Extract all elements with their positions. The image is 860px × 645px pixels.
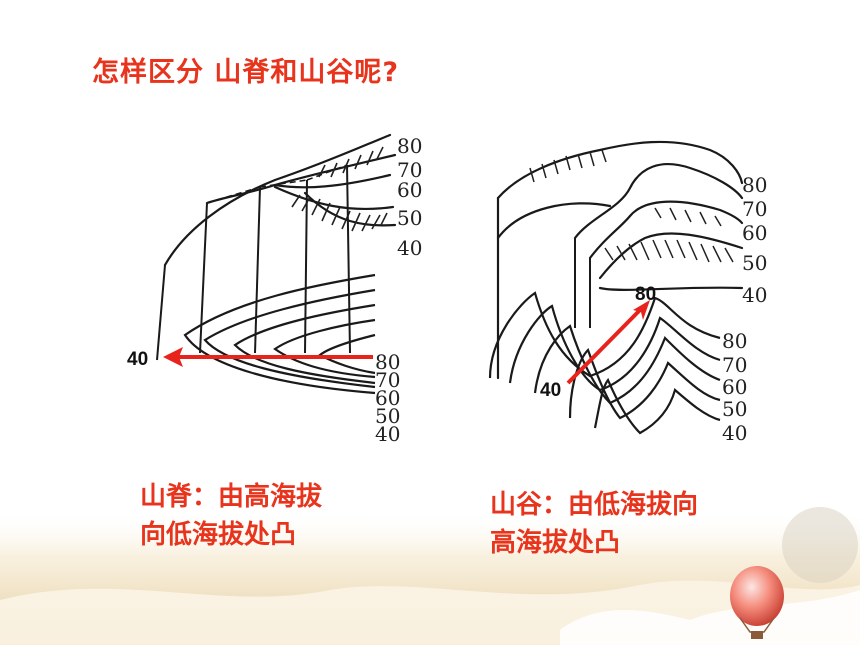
contour-label: 80 (397, 134, 422, 158)
arrow-label: 80 (635, 284, 656, 305)
hot-air-balloon-icon (730, 566, 784, 639)
contour-label: 50 (722, 397, 747, 421)
valley-caption-line2: 高海拔处凸 (490, 528, 621, 558)
ridge-caption-line1: 山脊：由高海拔 (140, 482, 323, 512)
contour-label: 80 (742, 173, 767, 197)
contour-label: 40 (742, 283, 767, 307)
contour-label: 60 (375, 386, 400, 410)
contour-label: 50 (375, 404, 400, 428)
arrow-label: 40 (540, 380, 561, 401)
ridge-caption-line2: 向低海拔处凸 (140, 520, 297, 550)
contour-label: 40 (375, 422, 400, 445)
valley-caption-line1: 山谷：由低海拔向 (490, 490, 699, 520)
contour-label: 60 (397, 178, 422, 202)
contour-label: 60 (722, 375, 747, 399)
contour-label: 80 (375, 350, 400, 374)
valley-caption: 山谷：由低海拔向 高海拔处凸 (490, 486, 698, 562)
valley-arrow (566, 300, 650, 385)
page-title: 怎样区分 山脊和山谷呢? (92, 57, 400, 88)
ridge-arrow (163, 347, 373, 367)
valley-diagram: 80 70 60 50 40 80 70 60 50 40 40 80 (488, 140, 767, 445)
contour-label: 50 (397, 206, 422, 230)
contour-label: 70 (397, 158, 422, 182)
contour-label: 60 (742, 221, 767, 245)
ridge-caption: 山脊：由高海拔 向低海拔处凸 (140, 478, 322, 554)
contour-label: 70 (742, 197, 767, 221)
contour-label: 50 (742, 251, 767, 275)
contour-label: 80 (722, 329, 747, 353)
arrow-label: 40 (127, 349, 148, 370)
contour-label: 70 (722, 353, 747, 377)
ridge-diagram: 80 70 60 50 40 80 70 60 50 40 40 (127, 133, 422, 445)
contour-label: 40 (397, 236, 422, 260)
contour-label: 70 (375, 368, 400, 392)
contour-label: 40 (722, 421, 747, 445)
